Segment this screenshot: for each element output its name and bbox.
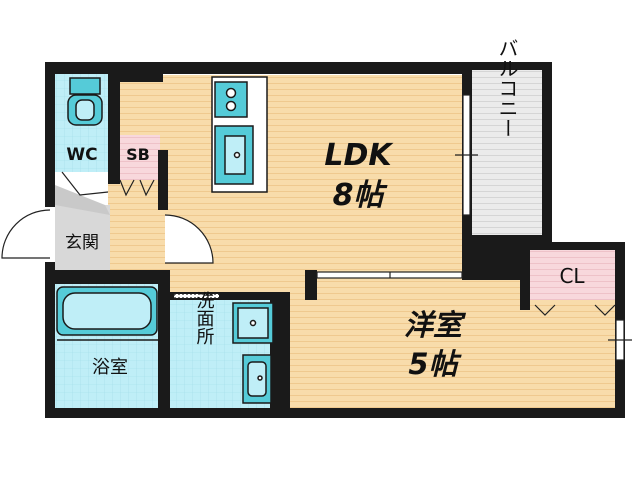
balcony-floor [472,70,542,235]
sb-floor [117,135,160,180]
ldk-size: 8帖 [333,178,389,213]
fixtures [56,76,274,404]
ldk-name: LDK [324,138,394,173]
hall-door-swing [164,214,214,264]
floors [53,70,615,408]
bath-label: 浴室 [92,357,128,378]
western-size: 5帖 [408,347,462,381]
entrance-label: 玄関 [65,233,99,253]
entrance-floor [55,205,110,270]
washroom-label: 洗面所 [194,291,215,345]
closet-floor [530,250,615,300]
western-name: 洋室 [404,308,467,342]
toilet-tank-icon [69,77,101,95]
stove-icon [214,81,248,118]
labels: LDK 8帖 洋室 5帖 WC SB 玄関 浴室 洗面所 CL バルコニー [65,38,585,381]
openings [1,94,632,361]
balcony-label: バルコニー [495,38,519,138]
western-floor [285,280,615,408]
sb-label: SB [126,145,150,164]
closet-label: CL [559,264,585,288]
hall-floor [108,170,163,270]
entrance-step [55,185,110,215]
entrance-door-swing [1,209,51,259]
wc-label: WC [66,145,97,165]
